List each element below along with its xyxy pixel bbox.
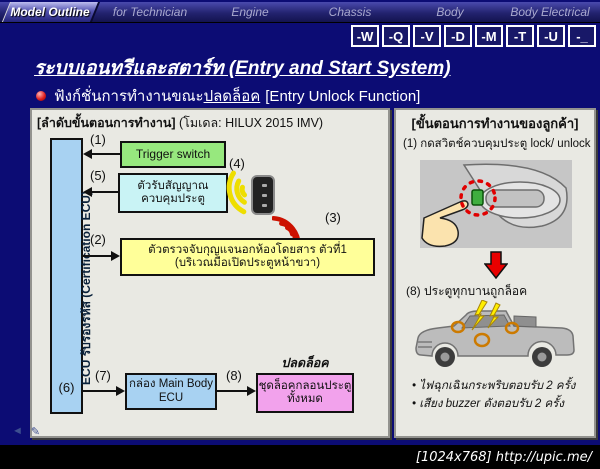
arrow-trigger-to-ecu (83, 149, 120, 159)
page-subtitle: ฟังก์ชั่นการทำงานขณะปลดล็อค[Entry Unlock… (36, 84, 420, 108)
bottom-bar: [1024x768] http://upic.me/ (0, 445, 600, 469)
tab-label: Body Electrical (510, 5, 590, 19)
tab-label: Model Outline (10, 5, 90, 19)
slide-nav-icons: ◄ ✎ (12, 425, 40, 438)
step-8-label: (8) (226, 368, 242, 383)
main-body-label-line1: กล่อง Main Body (128, 378, 214, 391)
detector-label-line1: ตัวตรวจจับกุญแจนอกห้องโดยสาร ตัวที่1 (148, 243, 347, 256)
tab-engine[interactable]: Engine (200, 2, 300, 22)
operation-flow-panel: [ลำดับขั้นตอนการทำงาน] (โมเดล: HILUX 201… (30, 108, 390, 438)
main-body-ecu-box: กล่อง Main Body ECU (125, 373, 217, 410)
bullet-buzzer-sound: เสียง buzzer ดังตอบรับ 2 ครั้ง (412, 396, 575, 414)
arrow-ecu-to-mainbody (83, 386, 125, 396)
arrow-mainbody-to-lock (217, 386, 256, 396)
pen-icon[interactable]: ✎ (30, 426, 41, 438)
tab-model-outline[interactable]: Model Outline (0, 2, 101, 22)
tab-label: Chassis (328, 5, 372, 19)
subtitle-prefix: ฟังก์ชั่นการทำงานขณะ (54, 88, 204, 105)
key-button-t[interactable]: -T (506, 25, 534, 47)
unlock-caption: ปลดล็อค (281, 356, 329, 370)
subtitle-text: ฟังก์ชั่นการทำงานขณะปลดล็อค[Entry Unlock… (54, 84, 420, 108)
tab-label: for Technician (112, 5, 188, 19)
detector-label-line2: (บริเวณมือเปิดประตูหน้าขวา) (174, 257, 321, 269)
tab-for-technician[interactable]: for Technician (100, 2, 200, 22)
left-panel-header: [ลำดับขั้นตอนการทำงาน] (โมเดล: HILUX 201… (37, 113, 323, 133)
step-7-label: (7) (95, 368, 111, 383)
top-nav-bar: Model Outline for Technician Engine Chas… (0, 2, 600, 23)
key-button-d[interactable]: -D (444, 25, 472, 47)
pickup-truck-illustration (415, 300, 575, 367)
outside-key-detector-box: ตัวตรวจจับกุญแจนอกห้องโดยสาร ตัวที่1 (บร… (120, 238, 375, 276)
red-down-arrow-icon (484, 251, 508, 279)
trigger-switch-box: Trigger switch (120, 141, 226, 168)
red-ball-bullet-icon (36, 91, 46, 101)
trigger-switch-label: Trigger switch (135, 146, 211, 161)
left-panel-header-model: (โมเดล: HILUX 2015 IMV) (175, 116, 324, 130)
tab-label: Body (436, 5, 464, 19)
right-panel-header: [ขั้นตอนการทำงานของลูกค้า] (411, 116, 579, 131)
receiver-label-line2: ควบคุมประตู (141, 193, 205, 205)
page-title: ระบบเอนทรีและสตาร์ท (Entry and Start Sys… (34, 58, 451, 79)
customer-step-8: (8) ประตูทุกบานถูกล็อค (406, 284, 528, 298)
arrow-receiver-to-ecu (83, 187, 118, 197)
key-button-v[interactable]: -V (413, 25, 441, 47)
main-body-label-line2: ECU (158, 391, 184, 404)
arrow-ecu-to-detector (83, 251, 120, 261)
subtitle-suffix: [Entry Unlock Function] (265, 88, 421, 105)
key-button-u[interactable]: -U (537, 25, 565, 47)
certification-ecu-box: ECU รับรองรหัส (Certification ECU) (50, 138, 93, 414)
left-panel-header-bracket: [ลำดับขั้นตอนการทำงาน] (37, 116, 176, 130)
back-arrow-icon[interactable]: ◄ (12, 425, 23, 437)
door-handle-press-illustration (420, 160, 572, 248)
tab-label: Engine (231, 5, 269, 19)
step-3-label: (3) (325, 210, 341, 225)
key-button-w[interactable]: -W (351, 25, 379, 47)
lock-label-line1: ชุดล็อคกลอนประตู (258, 379, 352, 392)
step-4-label: (4) (229, 156, 245, 171)
key-button-m[interactable]: -M (475, 25, 503, 47)
door-control-receiver-box: ตัวรับสัญญาณ ควบคุมประตู (118, 173, 228, 213)
response-bullet-list: ไฟฉุกเฉินกระพริบตอบรับ 2 ครั้ง เสียง buz… (412, 378, 575, 414)
customer-operation-panel: [ขั้นตอนการทำงานของลูกค้า] (1) กดสวิตช์ค… (394, 108, 596, 438)
step-1-label: (1) (90, 132, 106, 147)
tab-chassis[interactable]: Chassis (300, 2, 400, 22)
watermark-text: [1024x768] http://upic.me/ (415, 449, 592, 465)
key-fob-icon (251, 175, 275, 215)
bullet-hazard-flash: ไฟฉุกเฉินกระพริบตอบรับ 2 ครั้ง (412, 378, 575, 396)
tab-body[interactable]: Body (400, 2, 500, 22)
key-button-underscore[interactable]: -_ (568, 25, 596, 47)
step-2-label: (2) (90, 232, 106, 247)
shortcut-button-row: -W -Q -V -D -M -T -U -_ (351, 25, 596, 47)
subtitle-underlined: ปลดล็อค (203, 88, 261, 105)
tab-body-electrical[interactable]: Body Electrical (500, 2, 600, 22)
customer-step-1: (1) กดสวิตช์ควบคุมประตู lock/ unlock (403, 138, 591, 150)
door-lock-assembly-box: ชุดล็อคกลอนประตู ทั้งหมด (256, 373, 354, 413)
receiver-label-line1: ตัวรับสัญญาณ (137, 179, 209, 192)
lock-label-line2: ทั้งหมด (287, 393, 323, 405)
key-button-q[interactable]: -Q (382, 25, 410, 47)
step-6-label: (6) (58, 380, 75, 395)
step-5-label: (5) (90, 168, 106, 183)
training-slide: Model Outline for Technician Engine Chas… (0, 0, 600, 445)
radio-waves-yellow-icon (226, 170, 248, 215)
